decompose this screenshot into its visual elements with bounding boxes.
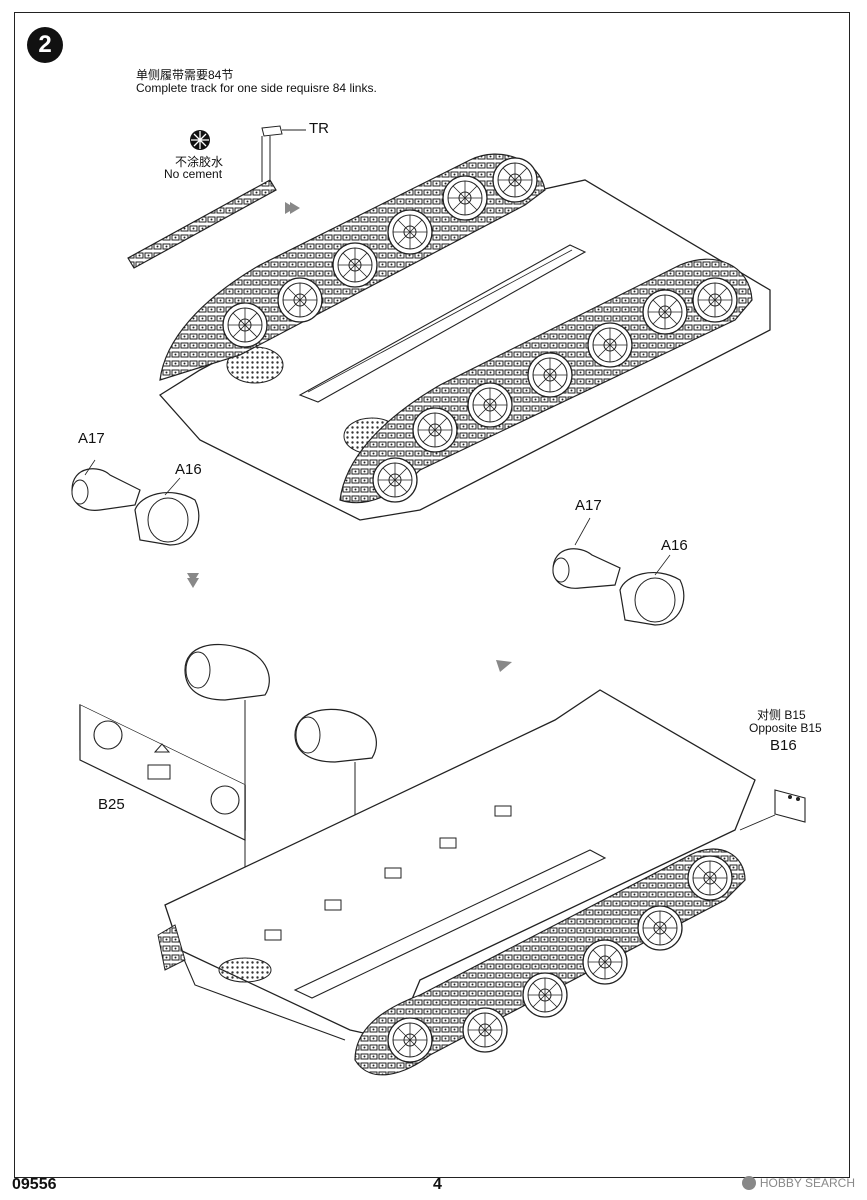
assembly-arrow-icon (187, 202, 512, 672)
no-cement-icon (190, 130, 210, 150)
part-label-b25: B25 (98, 796, 125, 813)
part-label-b16: B16 (770, 737, 797, 754)
part-label-a17-left: A17 (78, 430, 105, 447)
track-note-en: Complete track for one side requisre 84 … (136, 81, 377, 95)
opposite-note-en: Opposite B15 (749, 721, 822, 735)
part-label-a16-left: A16 (175, 461, 202, 478)
cement-note-en: No cement (164, 167, 223, 181)
track-note-cn: 单侧履带需要84节 (136, 68, 234, 82)
watermark: HOBBY SEARCH (741, 1176, 855, 1190)
exhaust-parts-left (71, 459, 200, 546)
hull-right-side-up (157, 689, 756, 1076)
part-b16 (739, 789, 806, 831)
step-number-badge: 2 (27, 27, 63, 63)
watermark-logo-icon (741, 1176, 756, 1190)
part-label-tr: TR (309, 120, 329, 137)
page-number: 4 (433, 1176, 442, 1193)
exhaust-parts-right (552, 517, 685, 626)
watermark-text: HOBBY SEARCH (759, 1176, 855, 1190)
loose-track (127, 125, 306, 269)
product-code: 09556 (12, 1176, 57, 1193)
part-label-a17-right: A17 (575, 497, 602, 514)
part-label-a16-right: A16 (661, 537, 688, 554)
opposite-note-cn: 对侧 B15 (757, 708, 806, 722)
page-frame (14, 12, 850, 1178)
hull-upside-down (159, 153, 771, 521)
part-b25-plate (79, 704, 246, 841)
cement-note-cn: 不涂胶水 (175, 155, 224, 169)
